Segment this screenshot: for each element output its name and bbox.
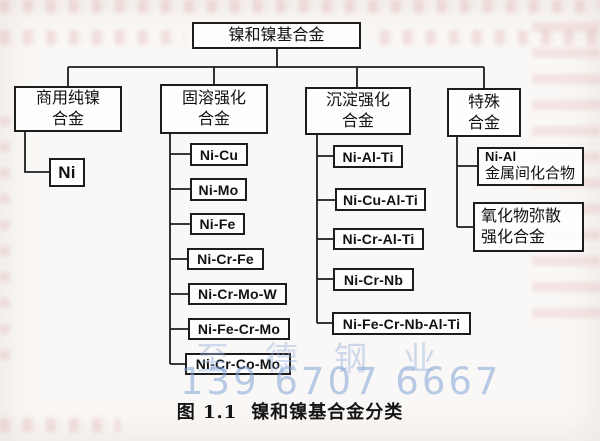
- node-ni-al-ti: Ni-Al-Ti: [333, 145, 403, 168]
- node-ni-cu-al-ti: Ni-Cu-Al-Ti: [335, 188, 426, 211]
- node-label: Ni-Cr-Mo-W: [198, 286, 277, 302]
- node-ni: Ni: [49, 158, 85, 187]
- node-special-alloys: 特殊 合金: [447, 88, 521, 137]
- node-label: 商用纯镍: [35, 88, 100, 108]
- node-ni-fe-cr-nb-al-ti: Ni-Fe-Cr-Nb-Al-Ti: [332, 312, 471, 335]
- node-label: Ni-Fe-Cr-Nb-Al-Ti: [342, 315, 461, 332]
- node-ni-cr-co-mo: Ni-Cr-Co-Mo: [185, 353, 291, 375]
- node-ni-cr-fe: Ni-Cr-Fe: [187, 248, 264, 270]
- node-label: Ni-Cu-Al-Ti: [342, 191, 419, 208]
- node-ni-al-intermetallic: Ni-Al 金属间化合物: [477, 147, 584, 186]
- node-label: Ni-Fe-Cr-Mo: [197, 321, 281, 337]
- node-label: Ni-Cu: [199, 146, 239, 163]
- figure-caption-title: 镍和镍基合金分类: [251, 402, 404, 423]
- node-label: 合金: [51, 109, 84, 128]
- figure-caption-label: 图 1.1: [176, 402, 238, 423]
- node-label: Ni-Cr-Al-Ti: [342, 231, 415, 247]
- node-solid-solution-strengthened: 固溶强化 合金: [160, 84, 268, 134]
- node-ni-cu: Ni-Cu: [190, 143, 248, 166]
- node-label: Ni-Cr-Co-Mo: [195, 356, 281, 372]
- node-root-label: 镍和镍基合金: [228, 25, 325, 45]
- node-label: Ni-Fe: [199, 216, 236, 232]
- node-label: Ni-Mo: [198, 181, 239, 198]
- node-label: 沉淀强化: [325, 90, 390, 110]
- node-label: Ni-Al-Ti: [342, 148, 394, 165]
- node-label: 固溶强化: [181, 88, 246, 108]
- figure-caption: 图 1.1 镍和镍基合金分类: [110, 398, 470, 424]
- node-label: 合金: [467, 112, 500, 132]
- node-ni-mo: Ni-Mo: [190, 178, 247, 201]
- node-label: 氧化物弥散: [481, 206, 562, 226]
- node-label: Ni: [58, 162, 76, 182]
- node-label: 合金: [341, 111, 374, 130]
- node-ni-cr-al-ti: Ni-Cr-Al-Ti: [333, 228, 424, 250]
- node-precipitation-strengthened: 沉淀强化 合金: [305, 87, 411, 135]
- node-label: 特殊: [467, 91, 500, 111]
- node-label: 合金: [197, 109, 230, 128]
- node-root: 镍和镍基合金: [192, 22, 361, 49]
- node-ni-fe: Ni-Fe: [190, 213, 245, 235]
- node-label: 金属间化合物: [485, 164, 576, 183]
- node-ni-cr-nb: Ni-Cr-Nb: [333, 268, 414, 291]
- node-label: 强化合金: [481, 227, 546, 246]
- node-label: Ni-Cr-Fe: [197, 251, 254, 267]
- node-label: Ni-Al: [485, 149, 517, 165]
- node-commercial-pure-nickel: 商用纯镍 合金: [14, 86, 122, 132]
- node-ni-cr-mo-w: Ni-Cr-Mo-W: [188, 283, 287, 305]
- node-ni-fe-cr-mo: Ni-Fe-Cr-Mo: [188, 318, 290, 340]
- node-label: Ni-Cr-Nb: [343, 271, 404, 288]
- node-oxide-dispersion-strengthened: 氧化物弥散 强化合金: [473, 202, 584, 252]
